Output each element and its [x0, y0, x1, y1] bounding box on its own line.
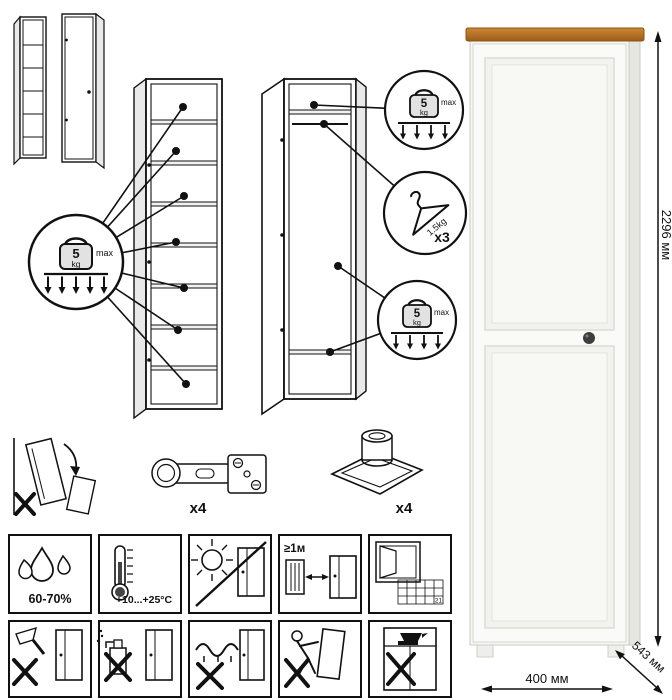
- badge-max-label: max: [434, 308, 449, 317]
- door-knob: [583, 332, 595, 344]
- height-label: 2296 мм: [659, 210, 672, 260]
- anvil-icon: [398, 633, 428, 645]
- dimension-width: 400 мм: [481, 671, 613, 693]
- weight-5kg-max-icon: 5 kg max: [383, 69, 465, 151]
- humidity-label: 60-70%: [28, 592, 71, 606]
- badge-max-label: max: [441, 98, 456, 107]
- weight-5kg-max-icon: 5 kg max: [27, 213, 125, 311]
- temperature-label: +10...+25°C: [116, 594, 173, 606]
- badge-weight-value: 5: [414, 308, 421, 320]
- badge-weight-value: 5: [421, 98, 428, 110]
- badge-weight-value: 5: [72, 246, 79, 261]
- badge-weight-unit: kg: [72, 259, 81, 269]
- wardrobe-foot: [476, 644, 494, 658]
- badge-weight-unit: kg: [413, 318, 421, 327]
- ventilation-window-icon: 21: [368, 534, 452, 614]
- wardrobe-interior-diagram: [261, 77, 367, 416]
- radiator-distance-icon: ≥1м: [278, 534, 362, 614]
- x-mark: [14, 492, 36, 516]
- foot-count-label: x4: [396, 500, 413, 517]
- hinge-count-label: x4: [190, 500, 207, 517]
- thermometer-icon: +10...+25°C: [98, 534, 182, 614]
- width-label: 400 мм: [525, 671, 568, 686]
- humidity-icon: 60-70%: [8, 534, 92, 614]
- badge-max-label: max: [96, 248, 114, 258]
- min-distance-label: ≥1м: [284, 543, 305, 555]
- anti-tip-icon: [13, 437, 97, 516]
- depth-label: 543 мм: [629, 638, 668, 675]
- thumbnail-closed-cabinet: [61, 12, 105, 170]
- wardrobe-render: [465, 27, 645, 658]
- hanger-count-label: x3: [434, 229, 450, 245]
- no-scraper-icon: [8, 620, 92, 698]
- no-chemicals-icon: [96, 620, 182, 698]
- grid-number-label: 21: [435, 598, 443, 605]
- adjustable-foot-icon: x4: [330, 429, 424, 517]
- no-drag-icon: [278, 620, 362, 698]
- no-overload-icon: [368, 620, 452, 698]
- no-wet-cloth-icon: [188, 620, 272, 698]
- dimension-height: 2296 мм: [654, 31, 672, 647]
- hinge-icon: x4: [151, 454, 267, 517]
- badge-weight-unit: kg: [420, 108, 428, 117]
- thumbnail-open-cabinet: [13, 15, 47, 166]
- sunlight-icon: [188, 534, 272, 614]
- hanger-load-badge: 1.5kg x3: [382, 170, 468, 256]
- wardrobe-top-board: [465, 27, 645, 42]
- weight-5kg-max-icon: 5 kg max: [376, 279, 458, 361]
